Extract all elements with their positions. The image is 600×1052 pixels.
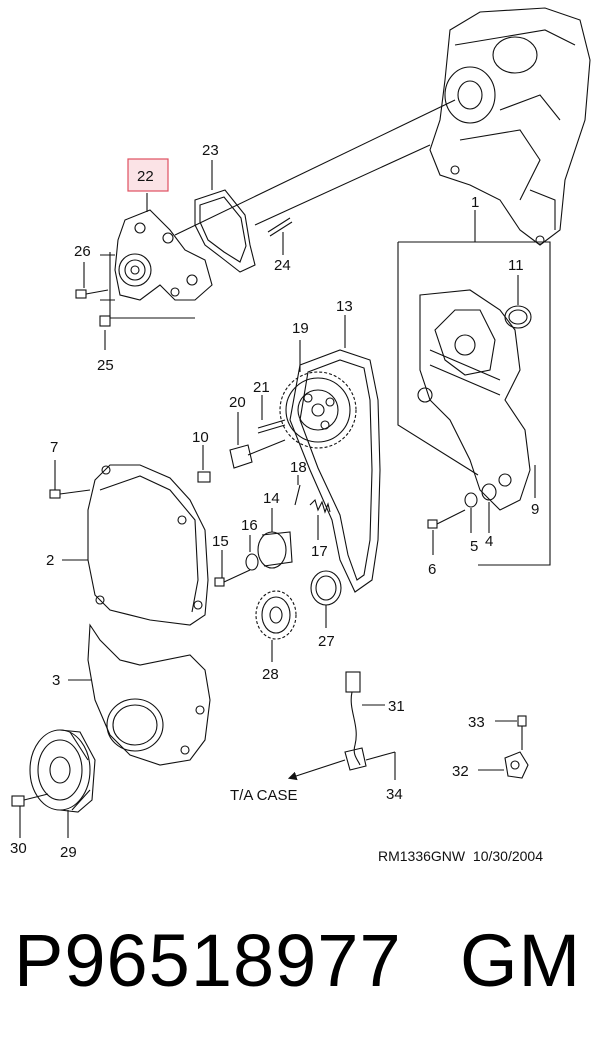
callout-18[interactable]: 18 <box>290 459 307 476</box>
engine-block <box>429 7 591 246</box>
callout-30[interactable]: 30 <box>10 840 27 857</box>
highlight-box <box>127 158 169 192</box>
callout-4[interactable]: 4 <box>485 533 493 550</box>
callout-1[interactable]: 1 <box>471 194 479 211</box>
upper-timing-cover <box>87 464 209 626</box>
rear-timing-cover <box>397 241 551 566</box>
callout-16[interactable]: 16 <box>241 517 258 534</box>
callout-34[interactable]: 34 <box>386 786 403 803</box>
callout-23[interactable]: 23 <box>202 142 219 159</box>
callout-22[interactable]: 22 <box>137 168 154 185</box>
callout-20[interactable]: 20 <box>229 394 246 411</box>
drawing-reference: RM1336GNW 10/30/2004 <box>378 848 543 864</box>
camshaft-bolt <box>229 419 286 469</box>
callout-7[interactable]: 7 <box>50 439 58 456</box>
callout-32[interactable]: 32 <box>452 763 469 780</box>
stud-bolt <box>267 217 293 255</box>
callout-26[interactable]: 26 <box>74 243 91 260</box>
callout-17[interactable]: 17 <box>311 543 328 560</box>
timing-belt <box>289 349 381 593</box>
brand-name: GM <box>460 919 582 1002</box>
callout-14[interactable]: 14 <box>263 490 280 507</box>
callout-28[interactable]: 28 <box>262 666 279 683</box>
camshaft-sprocket <box>279 371 357 449</box>
callout-24[interactable]: 24 <box>274 257 291 274</box>
callout-3[interactable]: 3 <box>52 672 60 689</box>
water-pump-bolts <box>75 262 111 350</box>
lower-timing-cover <box>87 623 211 766</box>
callout-27[interactable]: 27 <box>318 633 335 650</box>
o-ring <box>504 305 532 329</box>
callout-13[interactable]: 13 <box>336 298 353 315</box>
cam-position-sensor <box>478 715 529 779</box>
callout-19[interactable]: 19 <box>292 320 309 337</box>
ta-case-label: T/A CASE <box>230 787 298 804</box>
callout-10[interactable]: 10 <box>192 429 209 446</box>
callout-11[interactable]: 11 <box>508 257 524 274</box>
crank-position-sensor <box>287 671 396 781</box>
crankshaft-sprocket <box>255 590 297 640</box>
callout-2[interactable]: 2 <box>46 552 54 569</box>
callout-29[interactable]: 29 <box>60 844 77 861</box>
callout-25[interactable]: 25 <box>97 357 114 374</box>
part-number: P96518977 <box>14 919 402 1002</box>
callout-33[interactable]: 33 <box>468 714 485 731</box>
callout-5[interactable]: 5 <box>470 538 478 555</box>
callout-31[interactable]: 31 <box>388 698 405 715</box>
water-pump-gasket <box>194 189 256 273</box>
callout-9[interactable]: 9 <box>531 501 539 518</box>
callout-15[interactable]: 15 <box>212 533 229 550</box>
crankshaft-pulley <box>11 729 96 813</box>
callout-6[interactable]: 6 <box>428 561 436 578</box>
dowel-pin <box>197 471 211 483</box>
exploded-parts-diagram: 22 23 24 25 26 1 11 13 19 21 20 10 7 18 … <box>10 7 591 861</box>
callout-21[interactable]: 21 <box>253 379 270 396</box>
